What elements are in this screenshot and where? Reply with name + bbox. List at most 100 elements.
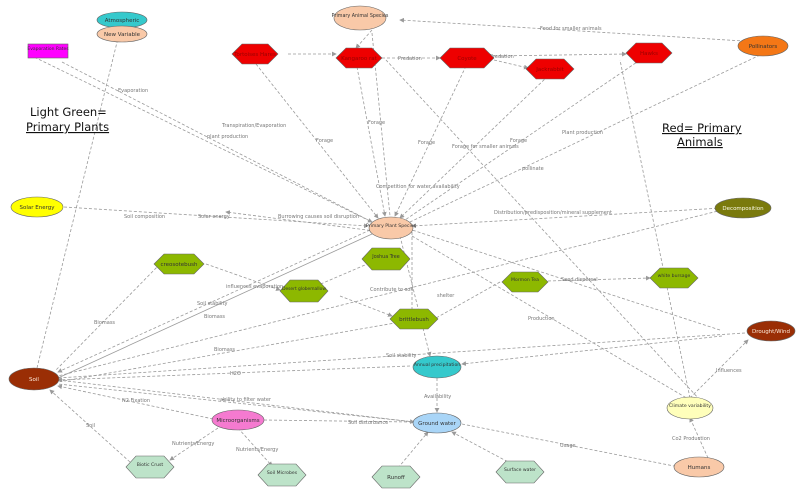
node-evaporation-rates[interactable]: Evaporation Rates [27,43,69,59]
edge-climate-animals [385,59,701,401]
edge-runoff [397,431,429,469]
node-label: Joshua Tree [371,254,399,260]
node-label: Annual precipitation [414,362,460,368]
edge-label-plant-production-left: plant production [207,134,248,140]
node-primary-animal-species[interactable]: Primary Animal Species [332,5,389,31]
edge-label-influences: Influences [716,368,742,374]
node-solar-energy[interactable]: Solar Energy [10,196,64,218]
node-desert-globemallow[interactable]: Desert globemallow [279,279,329,303]
edge-label-shelter: shelter [437,293,455,299]
edge-decomp-soil [57,209,723,377]
edge-label-transpiration: Transpiration/Evaporation [221,123,286,129]
edge-plant-soil [57,229,371,373]
node-climate-variability[interactable]: Climate variability [666,396,714,420]
node-surface-water[interactable]: Surface water [495,460,545,484]
edge-label-solar-energy: Solar energy [198,214,230,220]
edge-label-ability-water: ability to filter water [220,397,272,403]
edge-label-burrowing: Burrowing causes soil disruption [278,214,359,220]
node-label: Evaporation Rates [27,46,69,52]
node-red-hexagon-1[interactable]: Tortoises Hares [231,43,279,65]
edge-label-biomass-3: Biomass [214,347,235,353]
edge-predation-2 [493,51,627,57]
node-red-hexagon-3[interactable]: Coyote [439,47,495,69]
node-biotic-crust[interactable]: Biotic Crust [125,455,175,479]
edge-forage-3 [394,65,467,217]
node-label: Humans [688,465,711,471]
edges [29,17,761,469]
node-label: Hawks [640,51,658,57]
node-red-hexagon-4[interactable]: Jackrabbit [525,58,575,80]
edge-label-n2-fixation: N2 Fixation [122,398,150,404]
edge-label-soil: Soil [86,423,95,429]
edge-label-evaporation: Evaporation [118,88,148,94]
node-drought-wind[interactable]: Drought/Wind [746,320,796,342]
node-red-hexagon-5[interactable]: Hawks [625,42,673,64]
node-ground-water[interactable]: Ground water [412,412,462,434]
edge-label-soil-composition: Soil composition [124,214,165,220]
node-decomposition[interactable]: Decomposition [714,197,772,219]
edge-climate-hawks [619,59,691,399]
node-creosotebush[interactable]: creosotebush [153,253,205,275]
node-label: Jackrabbit [535,67,564,73]
edge-label-forage-1: Forage [316,138,333,144]
edge-label-soil-disturbance: Soil disturbance [348,420,388,426]
node-label: Soil Microbes [267,470,298,476]
node-label: brittlebush [399,317,429,323]
legend-red-line1: Red= Primary [662,121,742,135]
edge-microbes [237,427,273,467]
edge-food-smaller [399,17,761,43]
edge-label-usage: Usage [560,443,576,449]
edge-label-plant-production-right: Plant production [562,130,603,136]
node-label: Mormon Tea [511,277,539,283]
node-red-hexagon-2[interactable]: Kangaroo rat [335,47,383,69]
node-white-bursage[interactable]: white bursage [649,267,699,289]
node-label: Drought/Wind [752,329,790,335]
edge-soil-crust [49,389,131,463]
edge-atmo-soil [35,29,121,373]
node-label: creosotebush [160,262,198,268]
node-label: Primary Animal Species [332,13,389,19]
node-primary-plant-species[interactable]: Primary Plant Species [366,216,417,240]
node-brittlebush[interactable]: brittlebush [389,308,439,330]
edge-influences [689,339,749,399]
node-soil-microbes[interactable]: Soil Microbes [257,463,307,487]
edge-label-forage-2: Forage [368,120,385,126]
node-soil[interactable]: Soil [8,367,60,391]
node-microorganisms[interactable]: Microorganisms [211,409,265,431]
edge-label-availability: Availability [424,394,451,400]
edge-forage-2 [356,66,387,217]
node-runoff[interactable]: Runoff [371,465,421,489]
node-label: Decomposition [722,206,764,212]
edge-solar-energy [63,206,369,229]
edge-forage-4 [399,75,549,219]
edge-label-forage-small: Forage for smaller animals [452,144,519,150]
node-label: Microorganisms [216,418,259,424]
legend-green-line1: Light Green= [30,105,107,119]
edge-co2 [689,417,709,459]
node-label: Runoff [387,475,405,481]
edge-soil-plant-solid [57,233,373,379]
edge-seed-dispersal [547,275,651,282]
edge-surface [451,431,513,465]
edge-evaporation [29,54,373,223]
node-label: Pollinators [749,44,778,50]
edge-label-predation-2: Predation [490,54,514,60]
node-label: Soil [29,377,39,383]
edge-label-soil-stability-1: Soil stability [197,301,228,307]
edge-plant-production [404,59,641,221]
node-annual-precipitation[interactable]: Annual precipitation [412,355,462,379]
node-pollinators[interactable]: Pollinators [737,35,789,57]
node-joshua-tree[interactable]: Joshua Tree [361,247,411,271]
node-new-variable[interactable]: New Variable [96,25,148,43]
node-atmospheric[interactable]: Atmospheric [96,11,148,29]
node-label: Kangaroo rat [341,56,377,62]
edge-label-nutrients-1: Nutrients/Energy [172,441,214,447]
node-label: New Variable [104,32,141,38]
node-humans[interactable]: Humans [673,456,725,478]
node-mormon-tea[interactable]: Mormon Tea [501,271,549,293]
edge-usage [461,423,675,467]
edge-creosote-globe [205,263,281,291]
edge-label-biomass-1: Biomass [204,314,225,320]
